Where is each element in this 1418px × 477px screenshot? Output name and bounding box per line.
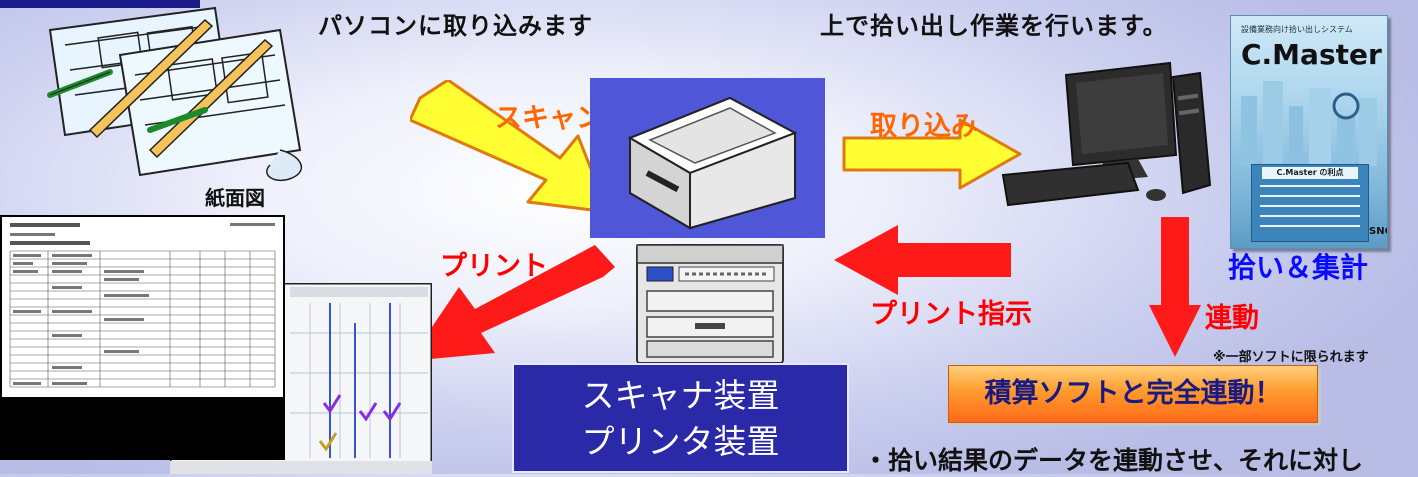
label-link: 連動 <box>1205 303 1259 334</box>
caption-capture: パソコンに取り込みます <box>318 12 593 40</box>
arrow-link-down <box>1149 217 1201 357</box>
printer-device-illustration <box>636 244 784 364</box>
manual-info-panel: C.Master の利点 <box>1251 164 1369 242</box>
pen-icon <box>47 69 208 133</box>
tower-icon <box>1171 71 1212 195</box>
ruler-icon <box>88 18 274 159</box>
caption-pickup: 上で拾い出し作業を行います。 <box>820 12 1168 40</box>
manual-logo: C.Master <box>1241 38 1382 71</box>
report-table-printout <box>0 215 285 460</box>
integration-banner: 積算ソフトと完全連動！ <box>948 365 1318 423</box>
device-label-scanner: スキャナ装置 <box>581 376 780 415</box>
arrow-print <box>409 245 615 361</box>
manual-cityscape-image <box>1241 81 1377 166</box>
label-scan: スキャン <box>495 103 603 134</box>
scanner-device-illustration <box>590 78 825 238</box>
note-limited-software: ※一部ソフトに限られます <box>1213 350 1369 365</box>
device-label-printer: プリンタ装置 <box>581 422 780 461</box>
bottom-description-text: ・拾い結果のデータを連動させ、それに対し <box>863 446 1364 475</box>
keyboard-icon <box>1001 161 1166 207</box>
label-import: 取り込み <box>870 111 978 142</box>
manual-subtitle: 設備業務向け拾い出しシステム <box>1241 25 1353 34</box>
device-label-box: スキャナ装置 プリンタ装置 <box>512 363 849 473</box>
paper-drawings-illustration <box>47 6 303 182</box>
label-print-instruction: プリント指示 <box>870 299 1032 330</box>
title-bar-strip <box>0 0 200 8</box>
manual-brand: SNC <box>1369 226 1387 237</box>
arrow-print-instruction <box>834 225 1011 295</box>
arrow-import <box>842 118 1022 190</box>
product-manual-cover: 設備業務向け拾い出しシステム C.Master C.Master の利点 SNC <box>1230 15 1388 249</box>
label-print: プリント <box>440 251 548 282</box>
label-paper-drawing: 紙面図 <box>205 186 265 210</box>
label-pickup-total: 拾い＆集計 <box>1228 251 1369 284</box>
computer-illustration <box>1001 61 1212 207</box>
manual-logo-small: C.Master の利点 <box>1262 167 1358 179</box>
